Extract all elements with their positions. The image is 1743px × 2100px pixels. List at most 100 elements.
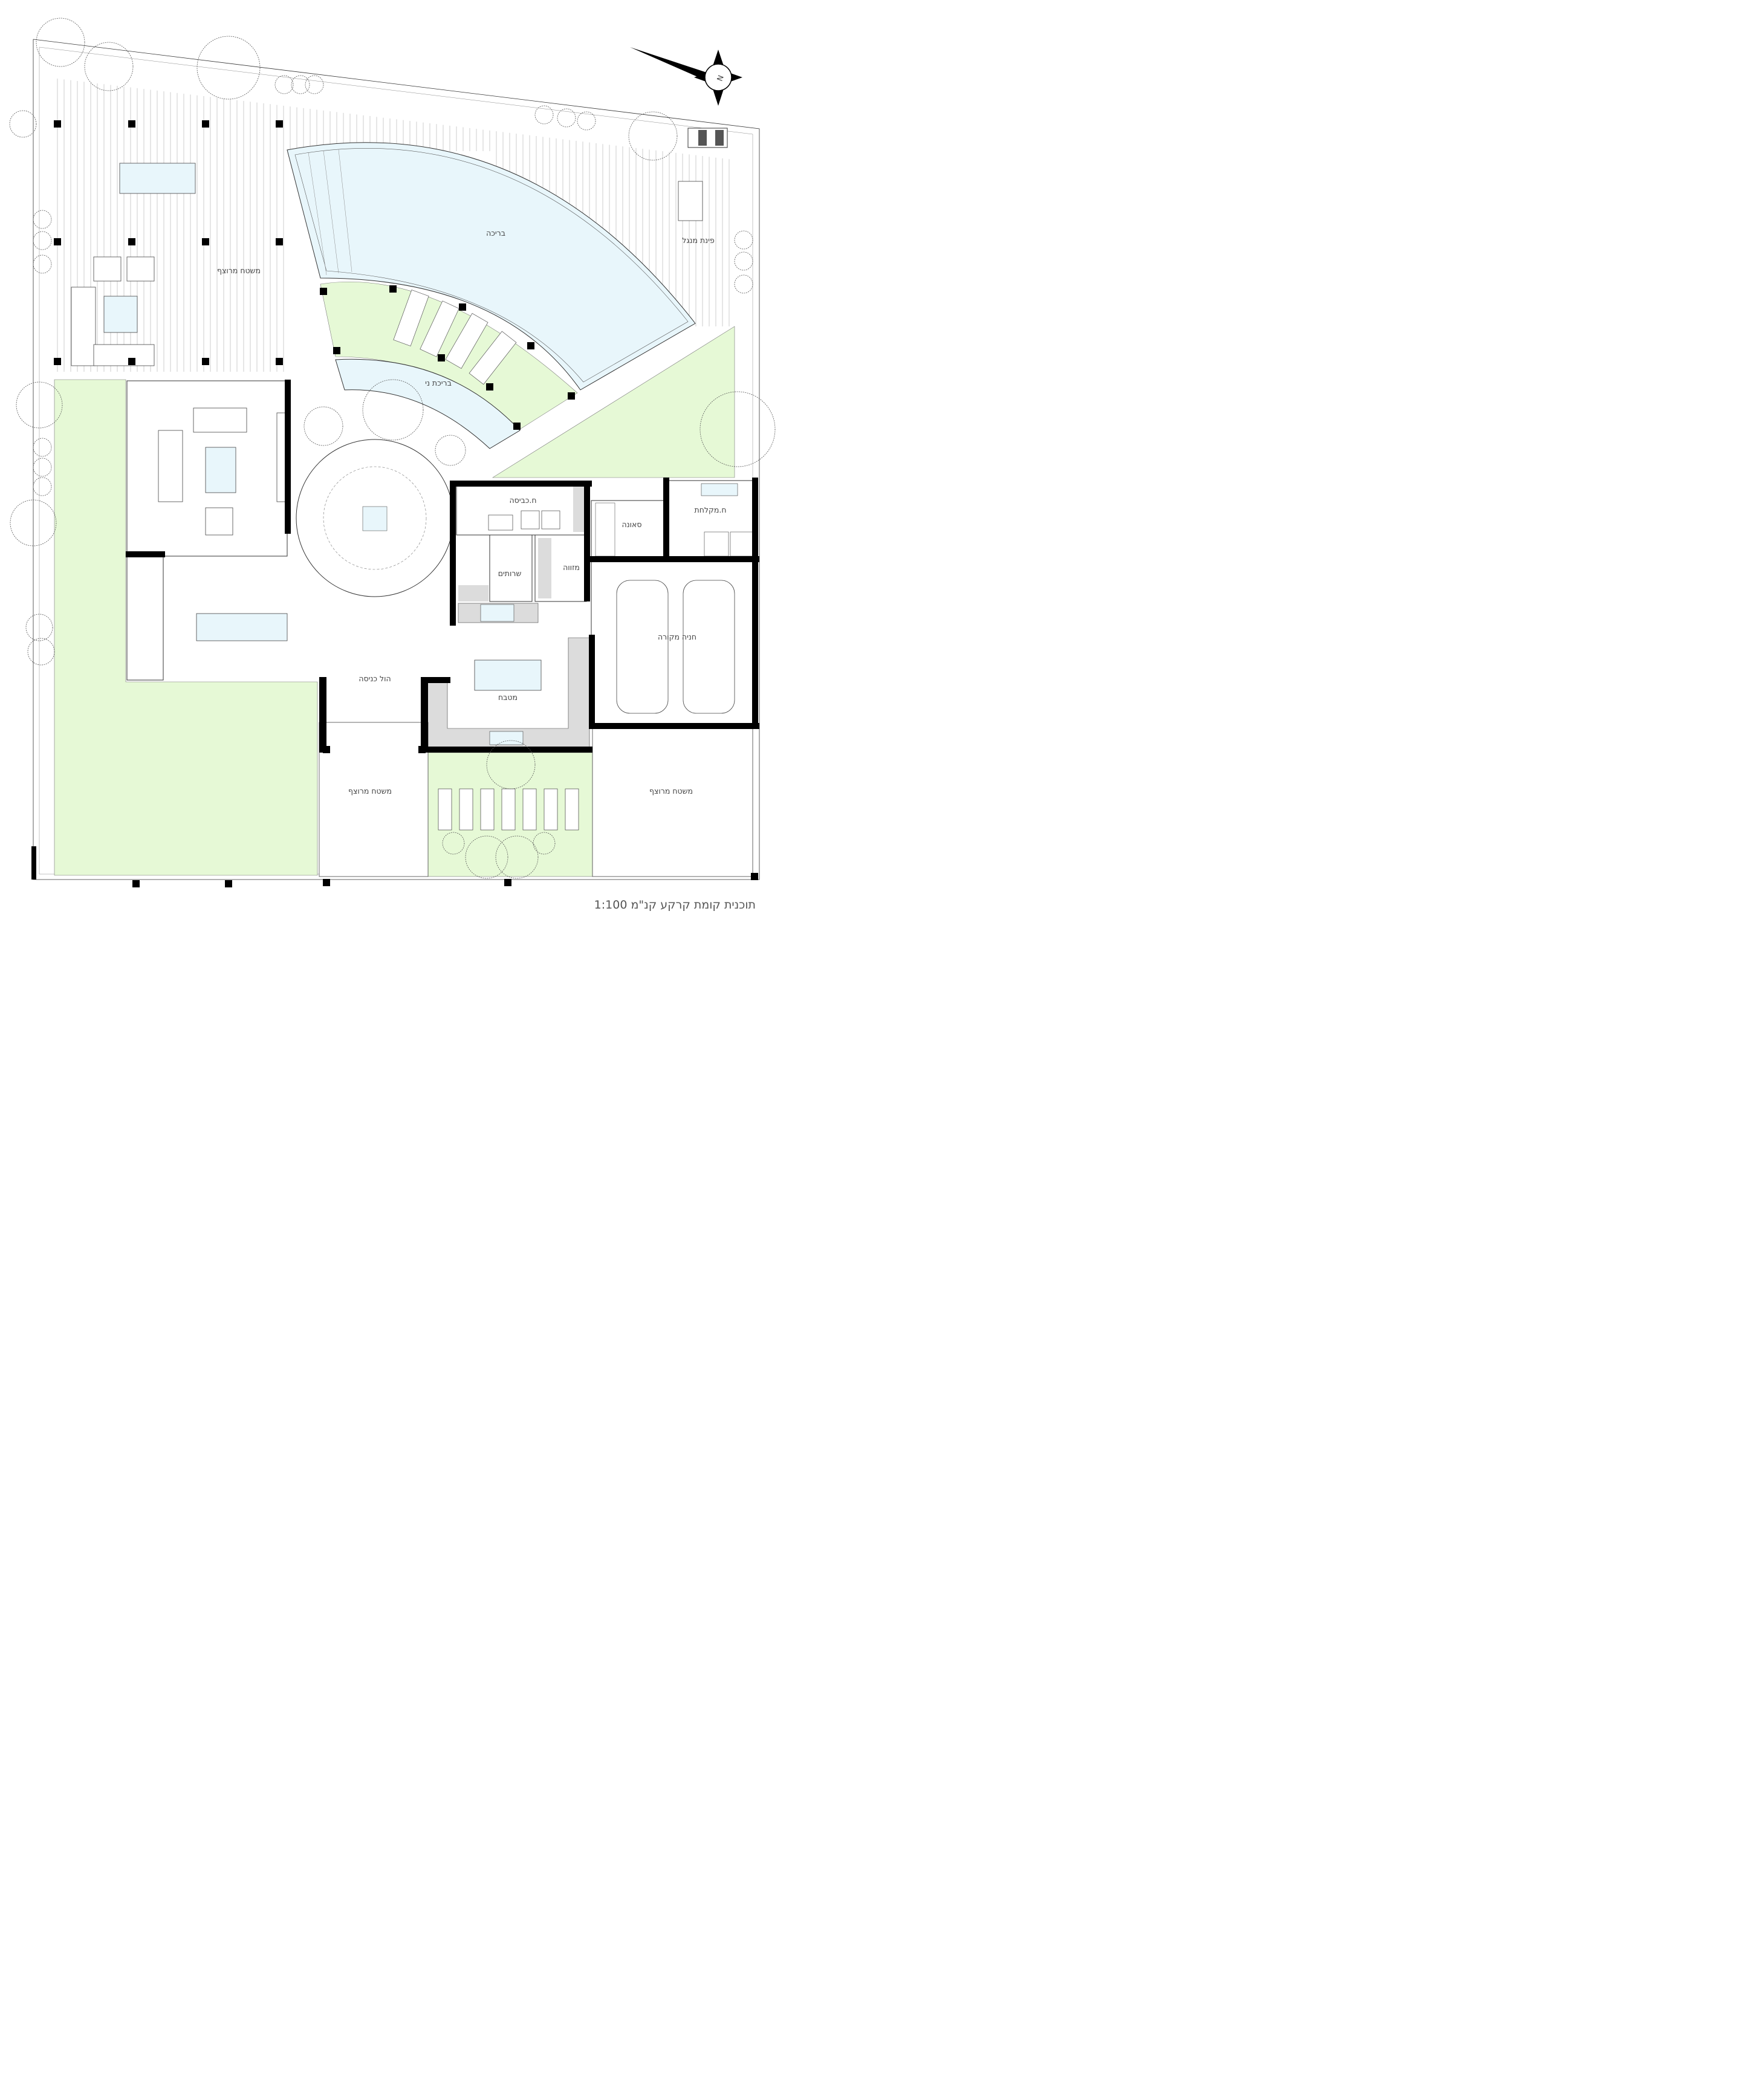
column (132, 880, 140, 887)
pool-label: בריכה (486, 228, 505, 238)
kitchen-island (474, 659, 542, 691)
column (418, 746, 426, 753)
column (54, 238, 61, 245)
tree (442, 832, 465, 855)
garden-slab (522, 788, 537, 831)
column (751, 873, 758, 880)
north-arrow: N (630, 47, 742, 106)
plan-title: תוכנית קומת קרקע קנ"מ 1:100 (594, 898, 756, 912)
walls (31, 380, 759, 880)
sofa-left (158, 430, 183, 502)
tree (699, 391, 776, 467)
fireplace (276, 412, 287, 502)
front-garden-slabs (438, 788, 579, 831)
guest-toilet-label: שרותים (498, 569, 522, 578)
entrance-hall-label: הול כניסה (359, 674, 391, 683)
kitchen-label: מטבח (498, 693, 518, 702)
tree (533, 832, 556, 855)
dining-table (196, 613, 288, 641)
garden-slab (565, 788, 579, 831)
pool: בריכה (287, 142, 696, 391)
tree (33, 254, 52, 274)
column (323, 746, 330, 753)
column (527, 342, 534, 349)
column (54, 120, 61, 128)
column (128, 238, 135, 245)
car-left (616, 580, 669, 714)
column (323, 879, 330, 886)
front-paving (319, 722, 753, 877)
armchair (205, 507, 233, 536)
round-stair (296, 439, 454, 597)
garden-slab (459, 788, 473, 831)
shelter-label: מזווה (563, 563, 580, 572)
deck-dining (71, 163, 196, 366)
column (389, 285, 397, 293)
column (486, 383, 493, 391)
service-wing (456, 480, 756, 623)
garden-slab (438, 788, 452, 831)
tree (33, 231, 52, 250)
column (54, 358, 61, 365)
tree (33, 477, 52, 496)
column (504, 879, 511, 886)
column (128, 358, 135, 365)
sun-loungers (393, 290, 517, 385)
column (276, 238, 283, 245)
column (513, 423, 521, 430)
column (438, 354, 445, 361)
tree (734, 230, 753, 250)
tree (274, 75, 294, 94)
sauna-label: סאונה (622, 520, 641, 529)
floor-plan: בריכה בריכת ני (0, 0, 787, 948)
tree (33, 458, 52, 477)
car-right (683, 580, 735, 714)
column (459, 303, 466, 311)
column (320, 288, 327, 295)
tree (10, 499, 57, 546)
tree (577, 111, 596, 131)
tree (16, 381, 63, 429)
bbq-area-label: פינת מנגל (682, 236, 715, 245)
tree (465, 835, 508, 879)
tree (27, 638, 55, 666)
tree (362, 379, 424, 441)
lawn-left (54, 379, 318, 876)
column (225, 880, 232, 887)
garden-slab (501, 788, 516, 831)
paved-terrace-bottom-left-label: משטח מרוצף (348, 786, 392, 796)
bbq-grill (678, 128, 728, 221)
tree (9, 110, 37, 138)
living-room (126, 380, 288, 681)
wading-pool: בריכת ני (335, 358, 521, 449)
shower-room-label: ח.מקלחת (695, 505, 727, 514)
trees (9, 18, 776, 879)
column (333, 347, 340, 354)
tree (628, 111, 678, 161)
wading-pool-label: בריכת ני (425, 378, 452, 387)
tree (486, 740, 536, 789)
tree (291, 75, 310, 94)
sofa-top (193, 407, 247, 433)
lawn-right (492, 326, 735, 478)
column (202, 238, 209, 245)
tree (33, 438, 52, 457)
tree (495, 835, 539, 879)
column (276, 120, 283, 128)
paved-terrace-top-label: משטח מרוצף (217, 266, 261, 275)
tree (557, 108, 576, 128)
column (568, 392, 575, 400)
tree (196, 36, 261, 100)
tree (734, 274, 753, 294)
toilet-room (489, 534, 533, 602)
columns (54, 120, 758, 887)
room-labels: פינת מנגל משטח מרוצף ח.כביסה סאונה ח.מקל… (217, 236, 726, 796)
column (202, 358, 209, 365)
garden-slab (544, 788, 558, 831)
garage (591, 560, 756, 726)
parking-label: חניה מקורה (658, 632, 696, 641)
tree (534, 105, 554, 125)
paved-terrace-bottom-right-label: משטח מרוצף (649, 786, 693, 796)
column (202, 120, 209, 128)
tree (36, 18, 85, 67)
